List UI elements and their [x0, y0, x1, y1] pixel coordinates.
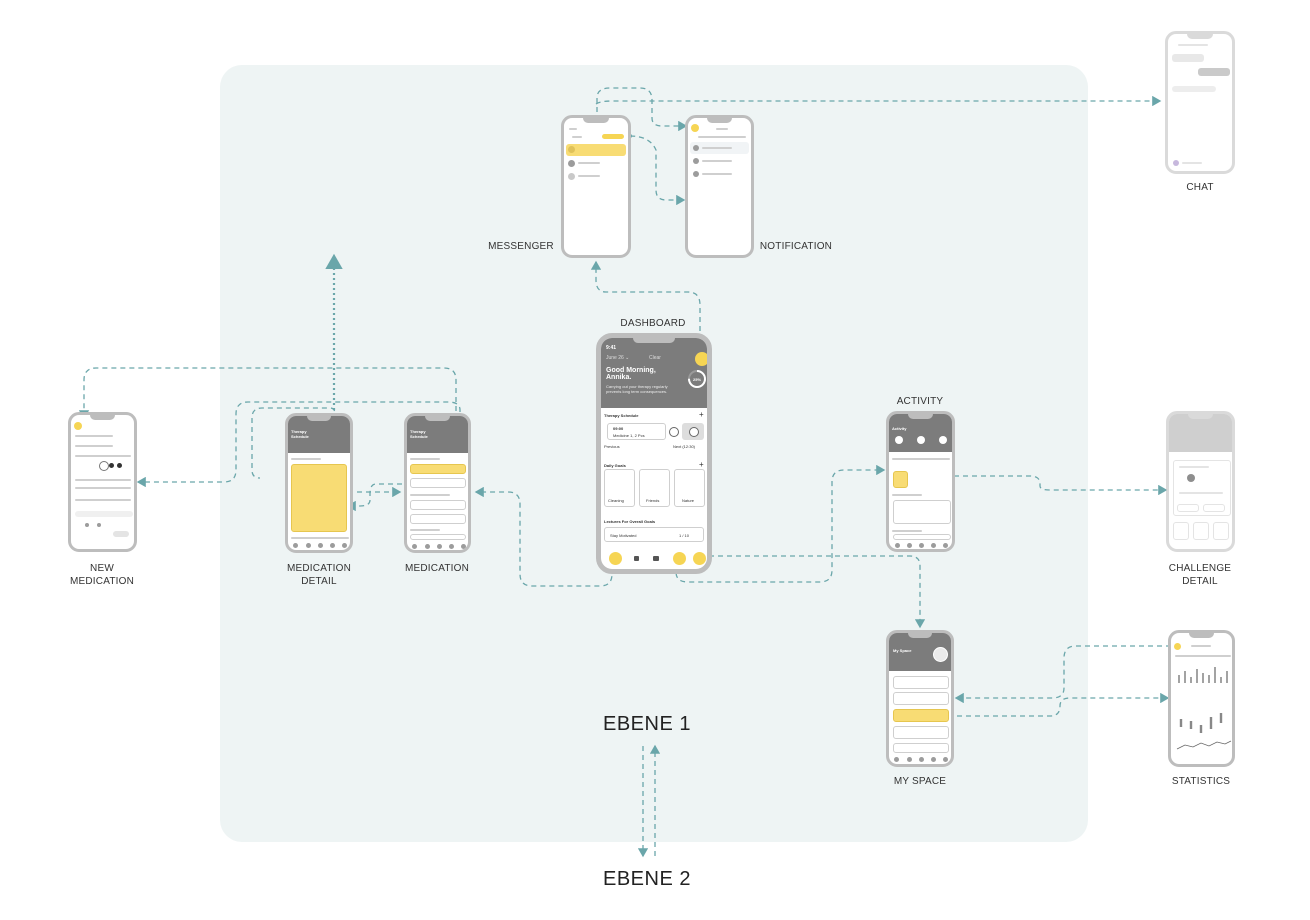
- screen-title: Activity: [892, 426, 907, 431]
- statistics-screen[interactable]: [1168, 630, 1235, 767]
- myspace-item[interactable]: [893, 676, 949, 689]
- avatar[interactable]: [933, 647, 948, 662]
- previous-link[interactable]: Previous: [604, 444, 620, 449]
- medication-item[interactable]: [410, 464, 466, 474]
- medication-item[interactable]: [410, 478, 466, 488]
- greeting-subtitle: Carrying out your therapy regularly prev…: [606, 384, 668, 394]
- lecture-card[interactable]: Stay Motivated 1 / 10: [604, 527, 704, 542]
- tab-therapy[interactable]: [609, 552, 622, 565]
- avatar[interactable]: [695, 352, 707, 366]
- screen-title: My Space: [893, 648, 912, 653]
- challenge-card[interactable]: [893, 471, 908, 488]
- add-goal-button[interactable]: +: [699, 460, 704, 469]
- myspace-item[interactable]: [893, 743, 949, 753]
- myspace-item[interactable]: [893, 726, 949, 739]
- status-time: 9:41: [606, 345, 617, 351]
- label-challenge-detail: CHALLENGE DETAIL: [1168, 563, 1232, 587]
- label-activity: ACTIVITY: [896, 396, 944, 407]
- section-therapy: Therapy Schedule: [604, 413, 639, 418]
- screen-title: Therapy Schedule: [410, 429, 428, 439]
- new-medication-screen[interactable]: [68, 412, 137, 552]
- medication-detail-screen[interactable]: Therapy Schedule: [285, 413, 353, 553]
- level-2-label: EBENE 2: [603, 868, 691, 890]
- calendar-icon[interactable]: [634, 556, 639, 561]
- goal-card[interactable]: Friends: [639, 469, 670, 507]
- myspace-item[interactable]: [893, 709, 949, 722]
- myspace-item[interactable]: [893, 692, 949, 705]
- tab-myspace[interactable]: [693, 552, 706, 565]
- medication-item[interactable]: [410, 514, 466, 524]
- medication-item[interactable]: [410, 500, 466, 510]
- med-time: 09:00: [613, 426, 624, 431]
- weather-text: Clear: [649, 355, 661, 361]
- activity-screen[interactable]: Activity: [886, 411, 955, 552]
- label-medication: MEDICATION: [404, 563, 470, 574]
- progress-value: 25%: [693, 377, 702, 382]
- medication-card[interactable]: [607, 423, 666, 440]
- clock-icon[interactable]: [669, 427, 679, 437]
- progress-ring: [688, 370, 706, 388]
- medication-screen[interactable]: Therapy Schedule: [404, 413, 471, 553]
- screen-title: Therapy Schedule: [291, 429, 309, 439]
- medication-detail-card[interactable]: [291, 464, 347, 532]
- label-dashboard: DASHBOARD: [620, 318, 686, 329]
- level-1-label: EBENE 1: [603, 713, 691, 735]
- notification-screen[interactable]: [685, 115, 754, 258]
- statistics-charts: [1176, 667, 1232, 750]
- challenge-detail-screen[interactable]: [1166, 411, 1235, 552]
- chat-screen[interactable]: [1165, 31, 1235, 174]
- check-icon[interactable]: [689, 427, 699, 437]
- label-new-medication: NEW MEDICATION: [69, 563, 135, 587]
- label-my-space: MY SPACE: [893, 776, 947, 787]
- label-medication-detail: MEDICATION DETAIL: [286, 563, 352, 587]
- messenger-screen[interactable]: [561, 115, 631, 258]
- label-chat: CHAT: [1186, 182, 1214, 193]
- medication-item[interactable]: [410, 534, 466, 540]
- myspace-screen[interactable]: My Space: [886, 630, 954, 767]
- label-notification: NOTIFICATION: [759, 241, 833, 252]
- greeting: Good Morning, Annika.: [606, 367, 656, 381]
- label-statistics: STATISTICS: [1171, 776, 1231, 787]
- section-goals: Daily Goals: [604, 463, 626, 468]
- goal-card[interactable]: Nature: [674, 469, 705, 507]
- section-lectures: Lectures For Overall Goals: [604, 519, 656, 524]
- date-select[interactable]: June 26 ⌄: [606, 355, 630, 361]
- goal-card[interactable]: Cleaning: [604, 469, 635, 507]
- dashboard-screen[interactable]: 9:41 June 26 ⌄ Clear Good Morning, Annik…: [596, 333, 712, 574]
- home-icon[interactable]: [653, 556, 659, 561]
- med-name: Medicine 1, 2 Pcs: [613, 433, 645, 438]
- label-messenger: MESSENGER: [488, 241, 554, 252]
- next-link[interactable]: Next (12:30): [673, 444, 696, 449]
- tab-activity[interactable]: [673, 552, 686, 565]
- add-therapy-button[interactable]: +: [699, 410, 704, 419]
